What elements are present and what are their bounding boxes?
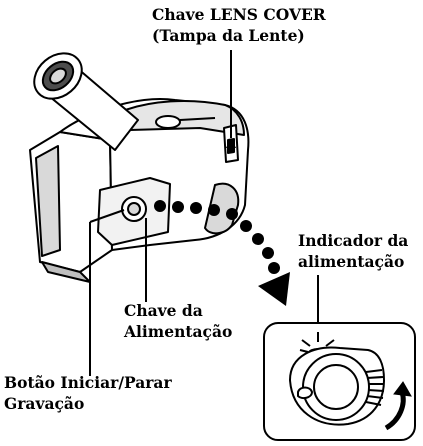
camcorder-body bbox=[29, 98, 250, 283]
label-lens-cover: Chave LENS COVER (Tampa da Lente) bbox=[152, 4, 326, 46]
dotted-connector bbox=[154, 200, 290, 306]
label-record-button: Botão Iniciar/Parar Gravação bbox=[4, 372, 172, 414]
label-lens-cover-line2: (Tampa da Lente) bbox=[152, 26, 305, 45]
label-power-switch-line2: Alimentação bbox=[124, 322, 233, 341]
label-record-button-line2: Gravação bbox=[4, 394, 85, 413]
label-power-indicator: Indicador da alimentação bbox=[298, 230, 408, 272]
label-lens-cover-line1: Chave LENS COVER bbox=[152, 5, 326, 24]
power-switch-knob bbox=[121, 196, 147, 222]
label-power-indicator-line1: Indicador da bbox=[298, 231, 409, 250]
label-record-button-line1: Botão Iniciar/Parar bbox=[4, 373, 172, 392]
viewfinder bbox=[33, 52, 139, 151]
inset-power-dial bbox=[263, 322, 416, 441]
label-power-switch: Chave da Alimentação bbox=[124, 300, 232, 342]
label-power-switch-line1: Chave da bbox=[124, 301, 203, 320]
label-power-indicator-line2: alimentação bbox=[298, 252, 405, 271]
